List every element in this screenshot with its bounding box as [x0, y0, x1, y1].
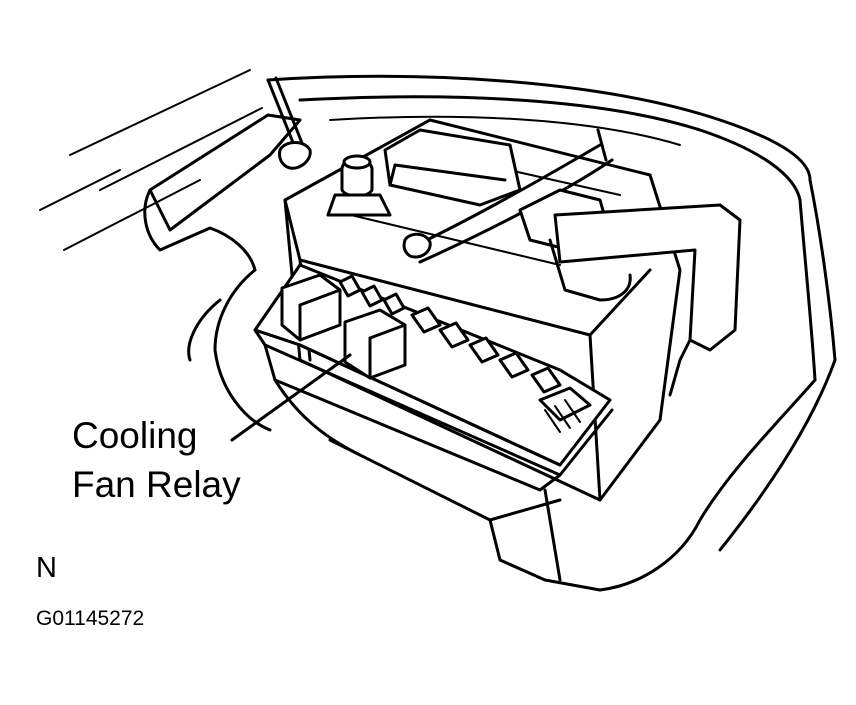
relay-block: [253, 263, 614, 592]
fender-outline: [266, 74, 837, 592]
shading-hatch: [39, 69, 263, 251]
callout-leader: [230, 353, 352, 442]
callout-label-line1: Cooling: [72, 415, 198, 456]
left-body-panel: [143, 113, 302, 432]
figure-id: G01145272: [36, 607, 145, 630]
view-letter: N: [36, 552, 57, 584]
prop-rod: [266, 76, 312, 170]
callout-label-line2: Fan Relay: [72, 464, 241, 505]
battery-cable: [402, 128, 742, 397]
